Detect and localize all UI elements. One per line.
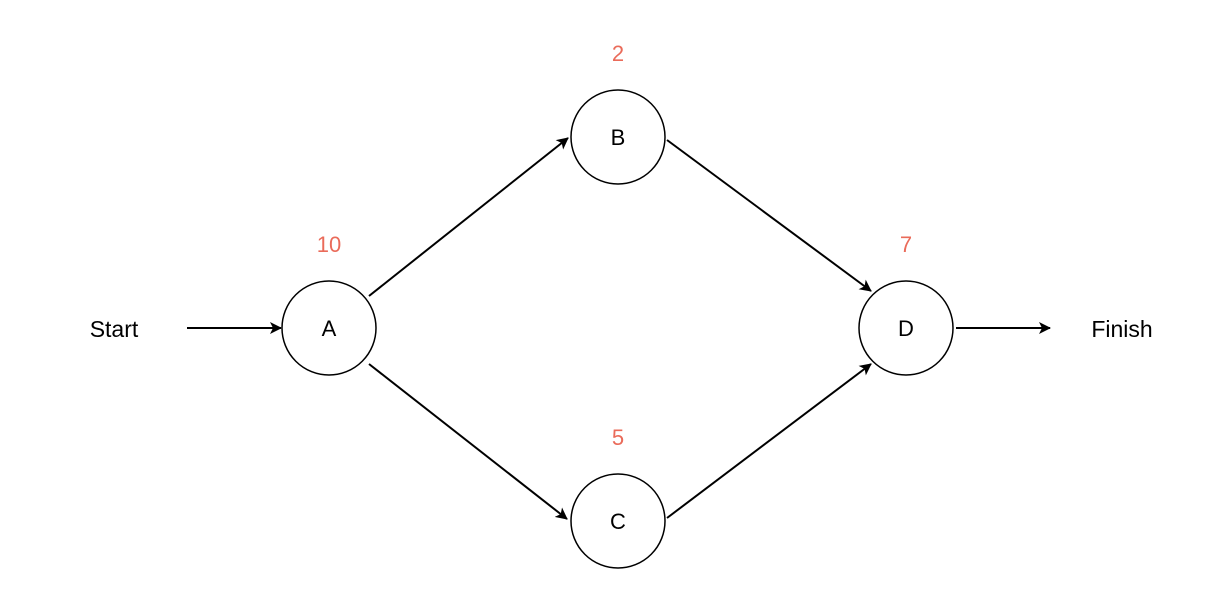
node-b: B 2 — [570, 41, 666, 185]
node-d-circle — [858, 280, 954, 376]
node-a: A 10 — [281, 232, 377, 376]
node-c-label: C — [610, 509, 626, 534]
node-c-duration: 5 — [612, 425, 624, 450]
node-a-label: A — [322, 316, 337, 341]
node-a-circle — [281, 280, 377, 376]
node-d-duration: 7 — [900, 232, 912, 257]
node-c: C 5 — [570, 425, 666, 569]
node-a-duration: 10 — [317, 232, 341, 257]
edge-a-b — [368, 137, 569, 297]
edge-b-d — [666, 139, 872, 292]
node-d: D 7 — [858, 232, 954, 376]
edge-a-c — [368, 363, 568, 520]
node-b-duration: 2 — [612, 41, 624, 66]
edges — [187, 137, 1051, 520]
start-label: Start — [90, 316, 139, 342]
node-d-label: D — [898, 316, 914, 341]
edge-c-d — [666, 363, 872, 519]
node-b-label: B — [611, 125, 626, 150]
finish-label: Finish — [1091, 316, 1152, 342]
node-b-circle — [570, 89, 666, 185]
node-c-circle — [570, 473, 666, 569]
